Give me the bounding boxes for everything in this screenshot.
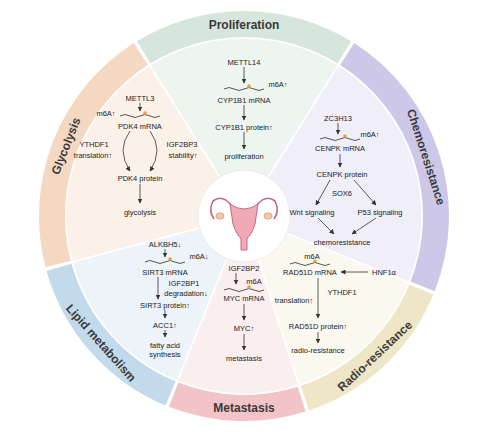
pathway-label: m6A↑ [360,130,379,139]
pathway-label: stability↑ [169,151,198,160]
ring-segment [137,11,351,63]
pathway-label: glycolysis [124,208,156,217]
pathway-label: P53 signaling [357,208,402,217]
pathway-label: ACC1↑ [153,321,177,330]
sector-title: Glycolysis [49,116,82,176]
pathway-label: fatty acid synthesis [141,341,189,359]
sector-title: Metastasis [213,402,274,414]
pathway-label: m6A↓ [189,252,208,261]
pathway-label: RAD51D mRNA [283,268,337,277]
pathway-label: degradation↓ [164,289,207,298]
mrna-waves [120,88,360,292]
pathway-label: m6A [246,277,261,286]
pathway-label: CENPK protein [317,170,368,179]
pathway-label: HNF1α [372,268,396,277]
ring-segment [46,264,175,406]
pathway-label: radio-resistance [291,346,344,355]
pathway-label: metastasis [226,354,262,363]
pathway-label: YTHDF1 [79,140,108,149]
pathway-label: IGF2BP2 [229,264,260,273]
ring-segment [169,383,306,421]
pathway-label: proliferation [224,152,263,161]
pathway-label: MYC mRNA [224,294,265,303]
pathway-label: IGF2BP1 [169,279,200,288]
pathway-label: Wnt signaling [289,208,334,217]
pathway-label: IGF2BP3 [167,140,198,149]
pathway-label: YTHDF1 [327,288,356,297]
uterus-illustration [198,170,290,262]
ring-segment [39,43,148,267]
ring-segment [340,43,449,291]
pathway-label: m6A↑ [268,80,287,89]
pathway-label: METTL14 [228,58,261,67]
pathway-label: PDK4 protein [118,174,163,183]
pathway-label: m6A↑ [96,109,115,118]
pathway-label: translation↑ [74,151,112,160]
pathway-label: ALKBH5↓ [149,240,182,249]
pathway-label: MYC↑ [234,324,254,333]
flow-arrows [123,67,376,350]
pathway-label: ZC3H13 [324,114,352,123]
pathway-label: SIRT3 mRNA [142,268,187,277]
pathway-label: PDK4 mRNA [118,122,162,131]
pathway-label: m6A [304,252,319,261]
sector-title: Proliferation [209,19,280,31]
pathway-label: CENPK mRNA [315,144,365,153]
sector-title: Lipid metabolism [63,302,137,384]
pathway-label: RAD51D protein↑ [289,322,347,331]
pathway-label: chemoresistance [314,238,371,247]
m6a-dots [143,84,347,289]
pathway-label: SIRT3 protein↑ [140,301,190,310]
pathway-label: SOX6 [332,189,352,198]
pathway-label: CYP1B1 protein↑ [215,123,273,132]
pathway-label: METTL3 [126,94,155,103]
sector-title: Chemoresistance [405,107,447,206]
pathway-label: translation↑ [275,296,313,305]
pathway-label: CYP1B1 mRNA [218,96,271,105]
